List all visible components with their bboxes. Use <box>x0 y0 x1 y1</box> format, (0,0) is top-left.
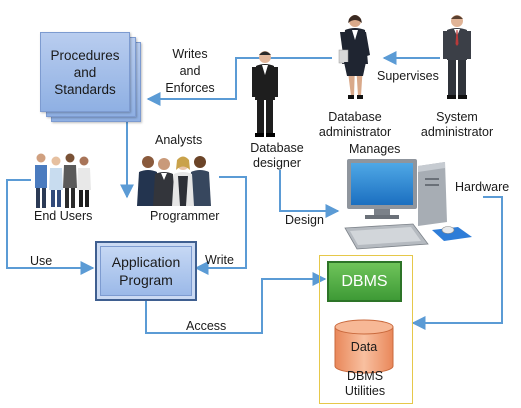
db-admin-line1: Database <box>328 110 382 124</box>
dbms-utilities-frame <box>319 255 413 404</box>
sys-admin-line2: administrator <box>420 125 494 139</box>
use-arrow <box>6 179 95 275</box>
db-designer-line1: Database <box>250 141 304 155</box>
writes-enforces-line3: Enforces <box>165 81 215 95</box>
write-arrow <box>194 176 247 275</box>
writes-enforces-line1: Writes <box>172 47 208 61</box>
application-program-line2: Program <box>119 272 173 288</box>
access-arrow <box>145 272 327 334</box>
end-users-figures <box>35 153 91 208</box>
procedures-standards-box: Procedures and Standards <box>40 32 130 112</box>
writes-enforces-arrow <box>146 57 332 106</box>
sys-admin-line1: System <box>436 110 478 124</box>
database-administrator-label: Database administrator <box>305 110 405 140</box>
computer-illustration <box>344 159 472 250</box>
hardware-arrow <box>411 196 503 330</box>
use-label: Use <box>30 254 53 268</box>
dbms-utilities-line2: Utilities <box>344 384 386 398</box>
database-designer-label: Database designer <box>245 141 309 171</box>
system-administrator-figure <box>443 15 471 99</box>
programmer-label: Programmer <box>150 209 220 223</box>
supervises-label: Supervises <box>377 69 439 83</box>
db-admin-line2: administrator <box>318 125 392 139</box>
programmers-figures <box>137 156 211 206</box>
write-label: Write <box>205 253 234 267</box>
analysts-label: Analysts <box>155 133 203 147</box>
writes-enforces-label: Writes and Enforces <box>160 47 220 96</box>
end-users-label: End Users <box>34 209 93 223</box>
system-administrator-label: System administrator <box>410 110 504 140</box>
dbms-utilities-line1: DBMS <box>346 369 384 383</box>
data-cylinder <box>334 319 394 374</box>
dbms-box: DBMS <box>327 261 402 302</box>
design-arrow <box>279 170 340 218</box>
procedures-line1: Procedures <box>50 47 120 63</box>
data-label: Data <box>350 340 378 354</box>
dbms-utilities-label: DBMS Utilities <box>322 369 408 399</box>
writes-enforces-line2: and <box>179 64 201 78</box>
application-program-line1: Application <box>111 254 181 270</box>
procedures-line3: Standards <box>54 81 116 97</box>
application-program-box: Application Program <box>95 241 197 301</box>
access-label: Access <box>186 319 227 333</box>
database-administrator-figure <box>338 15 370 99</box>
design-label: Design <box>285 213 324 227</box>
manages-label: Manages <box>349 142 401 156</box>
procedures-line2: and <box>73 64 97 80</box>
hardware-label: Hardware <box>455 180 510 194</box>
db-designer-line2: designer <box>253 156 301 170</box>
database-designer-figure <box>252 51 278 137</box>
